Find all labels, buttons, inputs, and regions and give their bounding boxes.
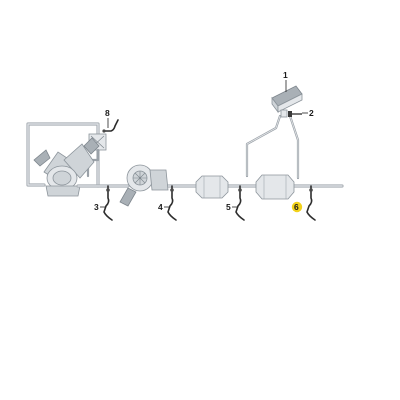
callout-5: 5 xyxy=(226,202,231,212)
pressure-sensor-icon xyxy=(271,85,303,118)
callout-1: 1 xyxy=(283,70,288,80)
oxidation-catalyst-icon xyxy=(195,175,229,199)
callout-8: 8 xyxy=(105,108,110,118)
sensor-4-icon xyxy=(167,185,177,221)
callout-6-highlight xyxy=(291,201,303,213)
engine-icon xyxy=(33,137,100,197)
callout-4: 4 xyxy=(158,202,163,212)
particulate-filter-icon xyxy=(255,174,295,200)
sensor-6-icon xyxy=(306,185,316,221)
callout-2: 2 xyxy=(309,108,314,118)
callout-3: 3 xyxy=(94,202,99,212)
bolt-icon xyxy=(288,111,302,117)
callout-6: 6 xyxy=(294,202,299,212)
sensor-3-icon xyxy=(103,185,113,221)
sensor-5-icon xyxy=(235,185,245,221)
turbocharger-icon xyxy=(119,164,169,207)
sensor-8-icon xyxy=(102,119,119,133)
pressure-lines xyxy=(245,114,300,180)
leader-lines xyxy=(100,80,308,208)
